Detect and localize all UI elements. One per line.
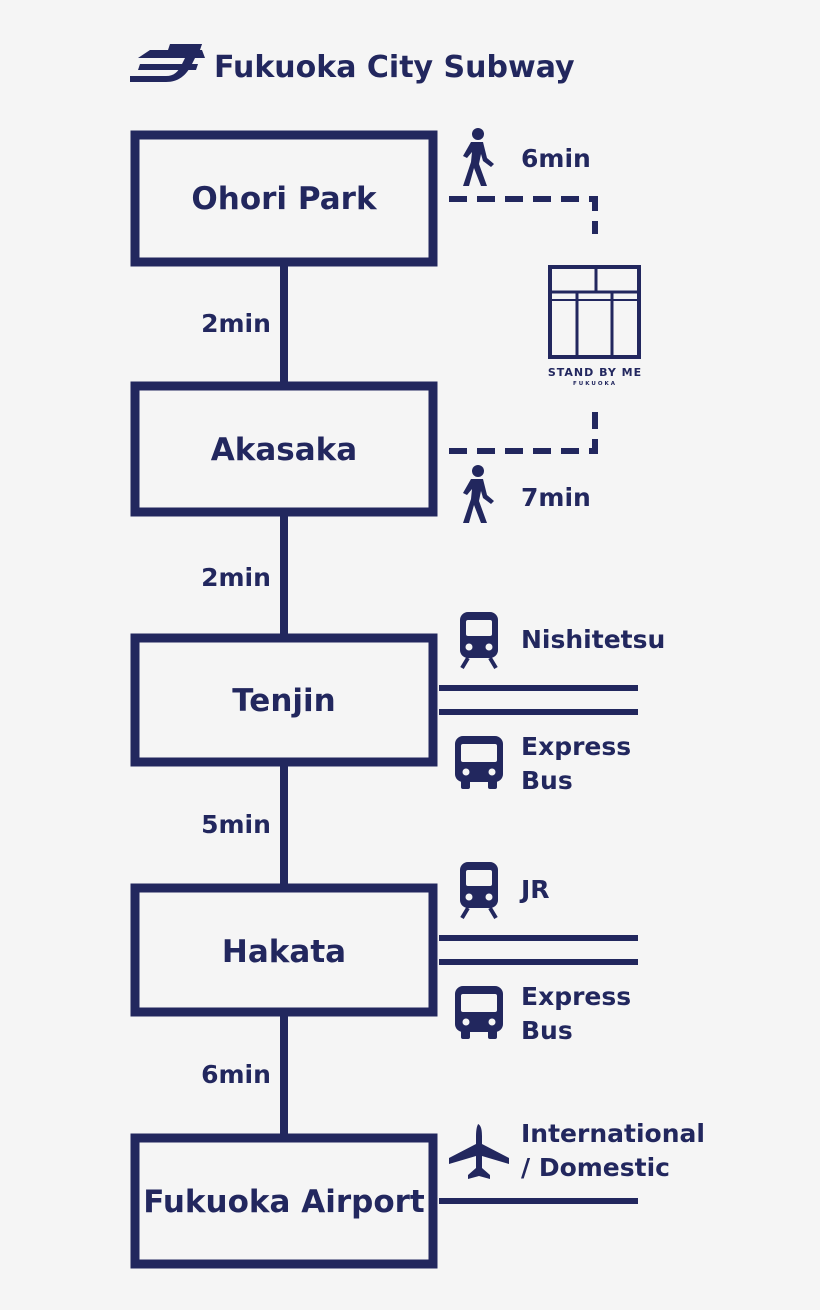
station-ohori-park: Ohori Park — [130, 130, 438, 267]
train-icon — [460, 862, 498, 920]
station-hakata: Hakata — [130, 883, 438, 1017]
station-label: Akasaka — [211, 432, 357, 468]
bus-icon — [455, 736, 503, 789]
walk-route-akasaka — [449, 412, 598, 454]
station-tenjin: Tenjin — [130, 633, 438, 767]
hotel-name: STAND BY ME — [548, 366, 642, 379]
airport-label-line1: International — [521, 1119, 705, 1148]
segment-time: 5min — [201, 810, 271, 839]
bus-icon — [455, 986, 503, 1039]
station-label: Ohori Park — [191, 181, 378, 217]
airport-label-line2: / Domestic — [521, 1153, 670, 1182]
train-line-label: JR — [519, 875, 550, 904]
bus-label-line2: Bus — [521, 1016, 573, 1045]
segment-time: 2min — [201, 309, 271, 338]
walking-person-icon — [463, 128, 494, 186]
bus-label-line1: Express — [521, 982, 631, 1011]
bus-label-line1: Express — [521, 732, 631, 761]
hotel-city: FUKUOKA — [573, 381, 617, 387]
page-title: Fukuoka City Subway — [214, 50, 575, 85]
bus-label-line2: Bus — [521, 766, 573, 795]
train-line-label: Nishitetsu — [521, 625, 665, 654]
segment-time: 2min — [201, 563, 271, 592]
train-icon — [460, 612, 498, 670]
walk-time: 6min — [521, 144, 591, 173]
station-label: Fukuoka Airport — [143, 1184, 425, 1220]
station-label: Hakata — [222, 934, 346, 970]
station-fukuoka-airport: Fukuoka Airport — [130, 1133, 438, 1269]
walking-person-icon — [463, 465, 494, 523]
station-akasaka: Akasaka — [130, 381, 438, 517]
fukuoka-subway-logo-icon — [130, 44, 205, 82]
walk-route-ohori — [449, 196, 598, 234]
stand-by-me-hotel-logo-icon — [548, 265, 641, 359]
airplane-icon — [449, 1124, 509, 1179]
station-label: Tenjin — [232, 683, 335, 719]
segment-time: 6min — [201, 1060, 271, 1089]
walk-time: 7min — [521, 483, 591, 512]
